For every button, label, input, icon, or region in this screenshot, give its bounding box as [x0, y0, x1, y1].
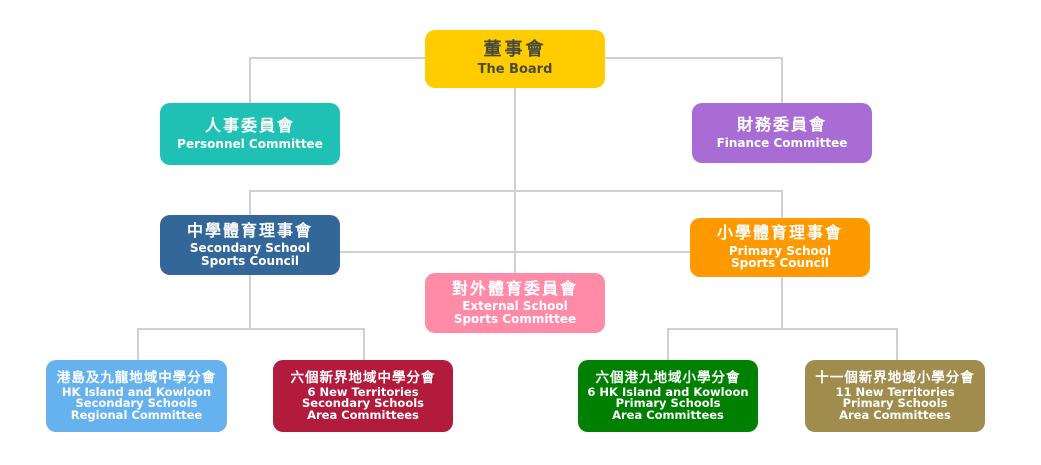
- node-hk-kowloon-primary-committees: 六個港九地域小學分會 6 HK Island and Kowloon Prima…: [578, 360, 758, 432]
- node-hk-kowloon-secondary-committee: 港島及九龍地域中學分會 HK Island and Kowloon Second…: [46, 360, 227, 432]
- connector-to-nt-primary: [896, 328, 898, 360]
- node-title-en-line1: 6 New Territories: [307, 384, 419, 399]
- connector-to-personnel: [249, 57, 251, 103]
- node-title-en-line2: Primary Schools: [842, 396, 948, 411]
- node-title-en-line1: 11 New Territories: [835, 384, 955, 399]
- connector-to-nt-secondary: [363, 328, 365, 360]
- node-title-en-line1: HK Island and Kowloon: [61, 384, 212, 399]
- node-title-en-line3: Area Committees: [612, 407, 724, 422]
- connector-board-trunk: [514, 88, 516, 273]
- node-title-en: Personnel Committee: [177, 136, 323, 151]
- connector-councils-link: [340, 251, 690, 253]
- node-title-en-line1: Primary School: [728, 243, 832, 258]
- node-title-zh: 中學體育理事會: [186, 220, 313, 240]
- node-nt-primary-committees: 十一個新界地域小學分會 11 New Territories Primary S…: [805, 360, 985, 432]
- node-personnel-committee: 人事委員會 Personnel Committee: [160, 103, 340, 165]
- node-title-en-line2: Secondary Schools: [301, 396, 425, 411]
- node-title-zh: 六個港九地域小學分會: [595, 369, 741, 386]
- connector-councils-branch: [249, 190, 782, 192]
- node-title-en-line2: Sports Council: [201, 253, 299, 268]
- node-title-en-line1: 6 HK Island and Kowloon: [587, 384, 749, 399]
- node-board: 董事會 The Board: [425, 30, 605, 88]
- connector-to-primary-council: [781, 190, 783, 218]
- node-title-en: Finance Committee: [716, 135, 848, 150]
- node-title-zh: 對外體育委員會: [451, 278, 578, 298]
- node-title-en-line3: Area Committees: [839, 407, 951, 422]
- connector-to-hk-secondary: [137, 328, 139, 360]
- node-secondary-sports-council: 中學體育理事會 Secondary School Sports Council: [160, 215, 340, 275]
- node-title-en-line3: Area Committees: [307, 407, 419, 422]
- node-title-zh: 人事委員會: [204, 115, 295, 135]
- node-title-en-line1: External School: [462, 299, 568, 314]
- node-title-en-line2: Primary Schools: [615, 396, 721, 411]
- node-title-en-line2: Sports Council: [731, 256, 829, 271]
- node-title-zh: 財務委員會: [736, 114, 827, 134]
- connector-primary-branch: [667, 328, 898, 330]
- connector-to-secondary-council: [249, 190, 251, 215]
- node-title-zh: 六個新界地域中學分會: [290, 369, 436, 386]
- connector-primary-trunk: [781, 277, 783, 329]
- connector-secondary-branch: [137, 328, 365, 330]
- node-finance-committee: 財務委員會 Finance Committee: [692, 103, 872, 163]
- node-title-en: The Board: [477, 62, 553, 78]
- node-title-zh: 董事會: [483, 39, 547, 61]
- node-title-en-line1: Secondary School: [189, 241, 311, 256]
- node-title-en-line3: Regional Committee: [70, 407, 203, 422]
- connector-secondary-trunk: [249, 275, 251, 329]
- connector-to-hk-primary: [667, 328, 669, 360]
- node-external-sports-committee: 對外體育委員會 External School Sports Committee: [425, 273, 605, 333]
- connector-to-finance: [781, 57, 783, 103]
- node-title-zh: 小學體育理事會: [716, 223, 843, 242]
- node-title-en-line2: Sports Committee: [453, 311, 577, 326]
- node-title-en-line2: Secondary Schools: [75, 396, 198, 411]
- node-primary-sports-council: 小學體育理事會 Primary School Sports Council: [690, 218, 870, 277]
- node-nt-secondary-committees: 六個新界地域中學分會 6 New Territories Secondary S…: [273, 360, 453, 432]
- node-title-zh: 十一個新界地域小學分會: [815, 369, 975, 386]
- node-title-zh: 港島及九龍地域中學分會: [56, 369, 217, 386]
